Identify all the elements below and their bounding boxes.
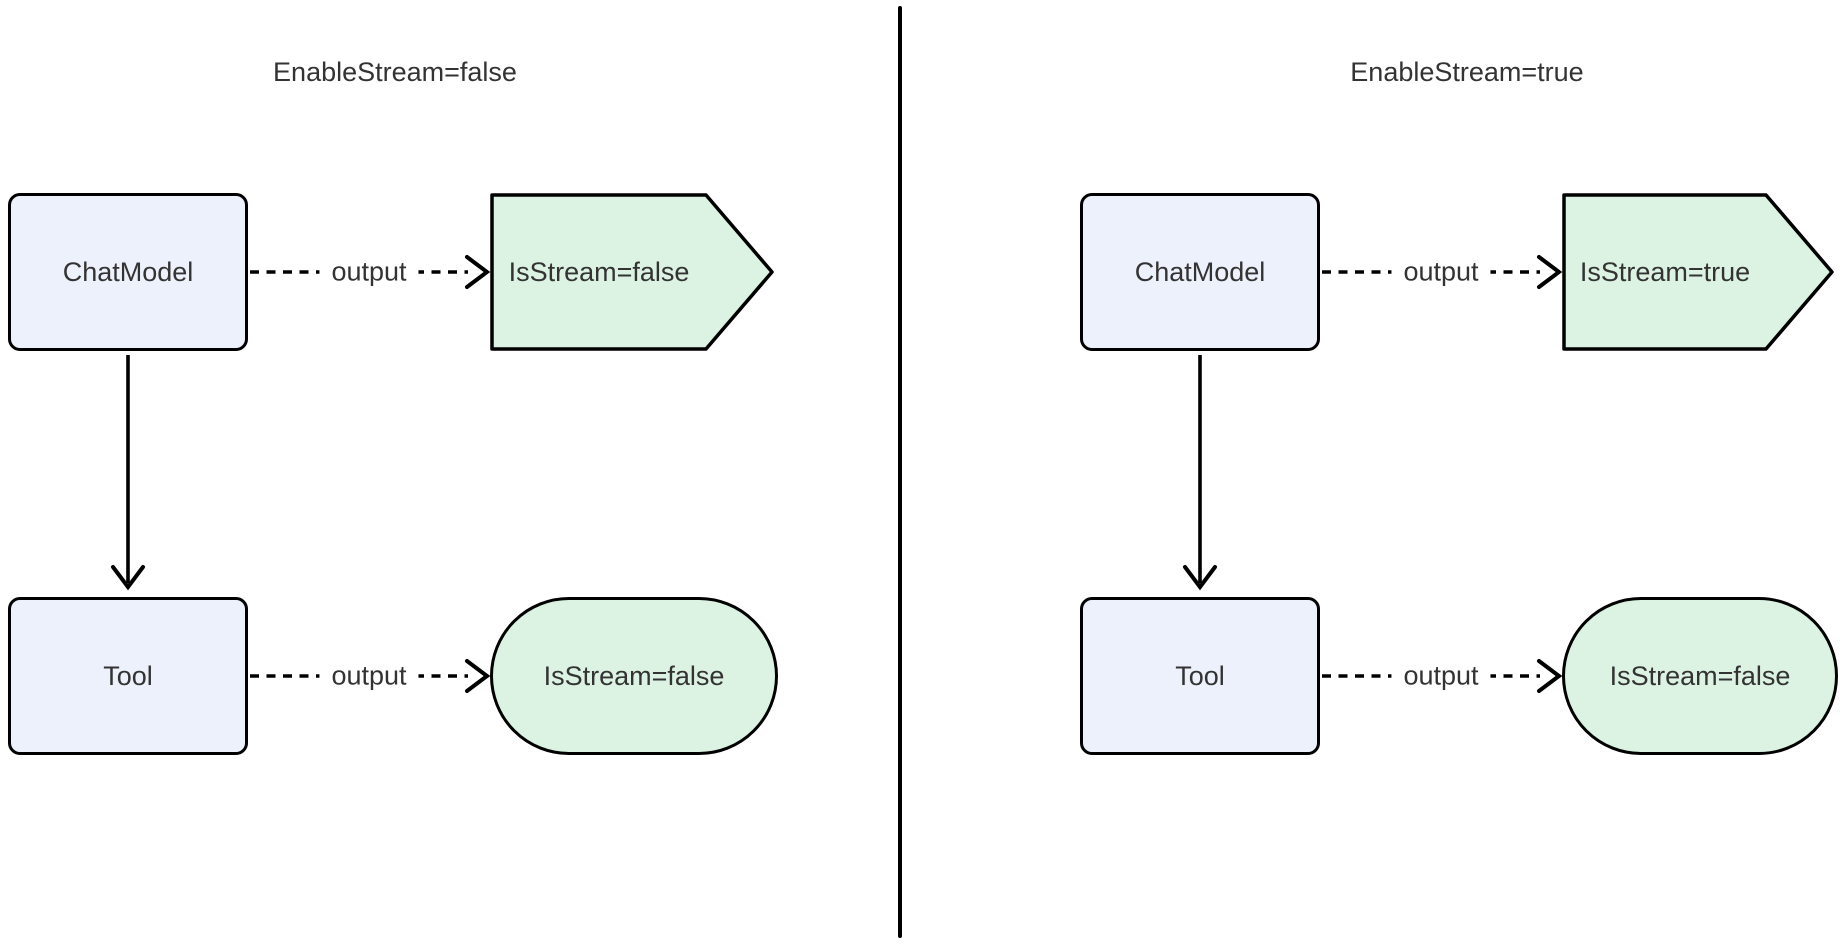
node-tool: Tool <box>1080 597 1320 755</box>
edge-tool-output: output <box>1320 646 1562 706</box>
dashed-arrow-icon <box>1322 255 1562 289</box>
pentagon-shape-icon <box>490 193 774 351</box>
edge-chatmodel-output: output <box>1320 242 1562 302</box>
node-chat-output-label: IsStream=true <box>1579 256 1751 287</box>
edge-tool-output: output <box>248 646 490 706</box>
node-tool-label: Tool <box>103 660 153 691</box>
panel-divider <box>898 6 902 938</box>
node-tool-output-label: IsStream=false <box>1609 660 1791 691</box>
edge-label-output: output <box>1391 254 1491 290</box>
edge-chatmodel-tool <box>1170 355 1230 595</box>
panel-enablestream-false: EnableStream=false ChatModel output IsSt… <box>0 0 790 944</box>
node-chatmodel: ChatModel <box>1080 193 1320 351</box>
dashed-arrow-icon <box>250 255 490 289</box>
node-tool: Tool <box>8 597 248 755</box>
panel-enablestream-true: EnableStream=true ChatModel output IsStr… <box>1072 0 1840 944</box>
dashed-arrow-icon <box>1322 659 1562 693</box>
edge-label-output: output <box>319 254 419 290</box>
node-chatmodel-label: ChatModel <box>1134 256 1266 287</box>
panel-title: EnableStream=true <box>1350 57 1584 87</box>
node-chat-output-label: IsStream=false <box>508 256 690 287</box>
panel-title: EnableStream=false <box>273 57 517 87</box>
node-chatmodel: ChatModel <box>8 193 248 351</box>
node-tool-label: Tool <box>1175 660 1225 691</box>
down-arrow-icon <box>111 355 145 591</box>
edge-label-output: output <box>1391 658 1491 694</box>
dashed-arrow-icon <box>250 659 490 693</box>
node-tool-output-label: IsStream=false <box>543 660 725 691</box>
edge-label-output: output <box>319 658 419 694</box>
node-chat-output: IsStream=true <box>1562 193 1834 351</box>
edge-chatmodel-output: output <box>248 242 490 302</box>
node-tool-output: IsStream=false <box>490 597 778 755</box>
node-chatmodel-label: ChatModel <box>62 256 194 287</box>
down-arrow-icon <box>1183 355 1217 591</box>
node-tool-output: IsStream=false <box>1562 597 1838 755</box>
edge-chatmodel-tool <box>98 355 158 595</box>
node-chat-output: IsStream=false <box>490 193 774 351</box>
pentagon-shape-icon <box>1562 193 1834 351</box>
